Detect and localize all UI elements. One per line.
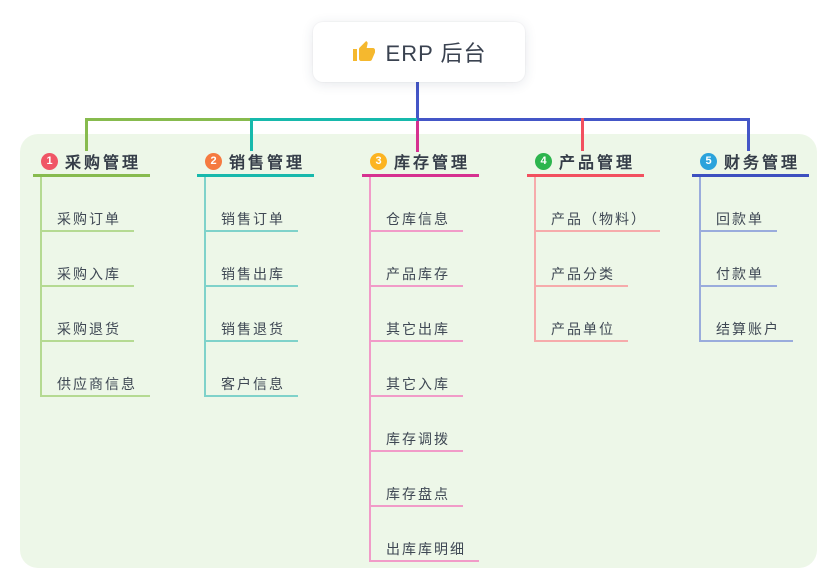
branch-inventory: 3 库存管理 仓库信息 产品库存 其它出库 其它入库 库存调拨 库存盘点 出库库… — [362, 148, 479, 562]
node-product-unit[interactable]: 产品单位 — [536, 287, 628, 342]
node-purchase-order[interactable]: 采购订单 — [42, 177, 134, 232]
node-supplier-info[interactable]: 供应商信息 — [42, 342, 150, 397]
branch-title-label: 采购管理 — [65, 155, 142, 172]
node-warehouse-info[interactable]: 仓库信息 — [371, 177, 463, 232]
node-product-category[interactable]: 产品分类 — [536, 232, 628, 287]
branch-number-badge: 1 — [41, 152, 58, 170]
branch-sales: 2 销售管理 销售订单 销售出库 销售退货 客户信息 — [197, 148, 314, 397]
root-node[interactable]: ERP 后台 — [313, 22, 525, 82]
branch-number-badge: 2 — [205, 152, 222, 170]
branch-children-product: 产品（物料） 产品分类 产品单位 — [534, 177, 660, 342]
branch-number-badge: 5 — [700, 152, 717, 170]
node-purchase-return[interactable]: 采购退货 — [42, 287, 134, 342]
node-settlement-account[interactable]: 结算账户 — [701, 287, 793, 342]
branch-children-purchase: 采购订单 采购入库 采购退货 供应商信息 — [40, 177, 150, 397]
node-sales-outbound[interactable]: 销售出库 — [206, 232, 298, 287]
node-payment-doc[interactable]: 付款单 — [701, 232, 777, 287]
node-purchase-inbound[interactable]: 采购入库 — [42, 232, 134, 287]
branch-children-inventory: 仓库信息 产品库存 其它出库 其它入库 库存调拨 库存盘点 出库库明细 — [369, 177, 479, 562]
node-sales-order[interactable]: 销售订单 — [206, 177, 298, 232]
connector-bus-teal — [252, 118, 417, 121]
branch-title-label: 销售管理 — [229, 155, 306, 172]
node-product-stock[interactable]: 产品库存 — [371, 232, 463, 287]
branches-panel — [20, 134, 817, 568]
branch-title-label: 产品管理 — [559, 155, 636, 172]
branch-title-sales[interactable]: 2 销售管理 — [197, 148, 314, 177]
node-product-material[interactable]: 产品（物料） — [536, 177, 660, 232]
connector-root-vertical — [416, 82, 419, 121]
branch-title-inventory[interactable]: 3 库存管理 — [362, 148, 479, 177]
node-customer-info[interactable]: 客户信息 — [206, 342, 298, 397]
node-stock-transfer[interactable]: 库存调拨 — [371, 397, 463, 452]
node-stock-taking[interactable]: 库存盘点 — [371, 452, 463, 507]
node-receipt-doc[interactable]: 回款单 — [701, 177, 777, 232]
connector-drop-purchase — [85, 118, 88, 151]
node-outbound-detail[interactable]: 出库库明细 — [371, 507, 479, 562]
branch-product: 4 产品管理 产品（物料） 产品分类 产品单位 — [527, 148, 660, 342]
branch-children-finance: 回款单 付款单 结算账户 — [699, 177, 793, 342]
branch-number-badge: 3 — [370, 152, 387, 170]
branch-title-label: 财务管理 — [724, 155, 801, 172]
connector-drop-finance — [747, 118, 750, 151]
connector-drop-sales — [250, 118, 253, 151]
node-sales-return[interactable]: 销售退货 — [206, 287, 298, 342]
branch-title-purchase[interactable]: 1 采购管理 — [33, 148, 150, 177]
branch-title-finance[interactable]: 5 财务管理 — [692, 148, 809, 177]
branch-title-label: 库存管理 — [394, 155, 471, 172]
root-label: ERP 后台 — [385, 41, 487, 66]
branch-number-badge: 4 — [535, 152, 552, 170]
branch-finance: 5 财务管理 回款单 付款单 结算账户 — [692, 148, 809, 342]
connector-drop-product — [581, 118, 584, 151]
thumbs-up-icon — [352, 40, 376, 64]
node-other-outbound[interactable]: 其它出库 — [371, 287, 463, 342]
branch-title-product[interactable]: 4 产品管理 — [527, 148, 644, 177]
node-other-inbound[interactable]: 其它入库 — [371, 342, 463, 397]
branch-purchase: 1 采购管理 采购订单 采购入库 采购退货 供应商信息 — [33, 148, 150, 397]
branch-children-sales: 销售订单 销售出库 销售退货 客户信息 — [204, 177, 298, 397]
connector-bus-green — [85, 118, 252, 121]
connector-drop-inventory — [416, 121, 419, 152]
